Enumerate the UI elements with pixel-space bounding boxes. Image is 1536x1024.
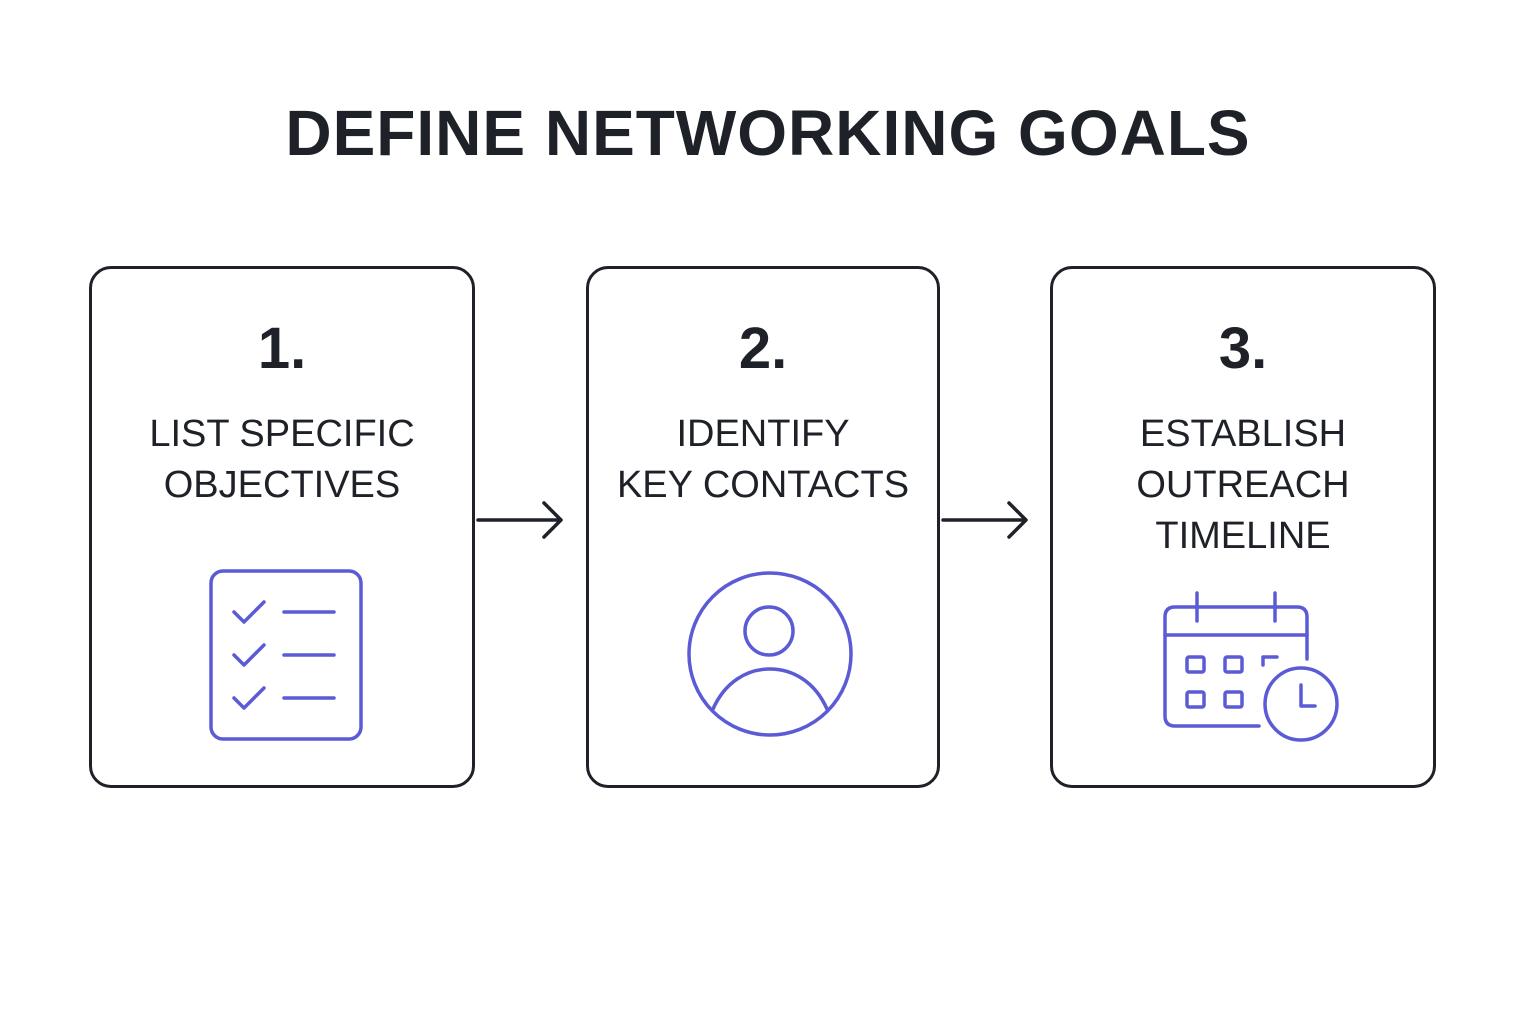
step-label-line: IDENTIFY xyxy=(676,413,850,455)
arrow-right-icon xyxy=(941,498,1031,547)
calendar-clock-icon xyxy=(1161,589,1351,749)
step-card-3: 3. ESTABLISH OUTREACH TIMELINE xyxy=(1050,266,1436,788)
step-label-line: KEY CONTACTS xyxy=(616,464,910,506)
step-number: 1. xyxy=(257,316,307,381)
step-label-line: OUTREACH xyxy=(1136,464,1350,506)
step-label-line: TIMELINE xyxy=(1155,515,1331,557)
step-number: 2. xyxy=(738,316,788,381)
step-label: LIST SPECIFIC OBJECTIVES xyxy=(92,409,472,511)
arrow-right-icon xyxy=(476,498,566,547)
step-label-line: ESTABLISH xyxy=(1139,413,1347,455)
step-label-line: LIST SPECIFIC xyxy=(149,413,415,455)
step-card-1: 1. LIST SPECIFIC OBJECTIVES xyxy=(89,266,475,788)
step-card-2: 2. IDENTIFY KEY CONTACTS xyxy=(586,266,940,788)
step-number: 3. xyxy=(1218,316,1268,381)
person-icon xyxy=(685,569,855,739)
checklist-icon xyxy=(206,567,366,747)
step-label: ESTABLISH OUTREACH TIMELINE xyxy=(1053,409,1433,562)
step-label: IDENTIFY KEY CONTACTS xyxy=(589,409,937,511)
step-label-line: OBJECTIVES xyxy=(163,464,401,506)
page-title: DEFINE NETWORKING GOALS xyxy=(285,97,1251,169)
